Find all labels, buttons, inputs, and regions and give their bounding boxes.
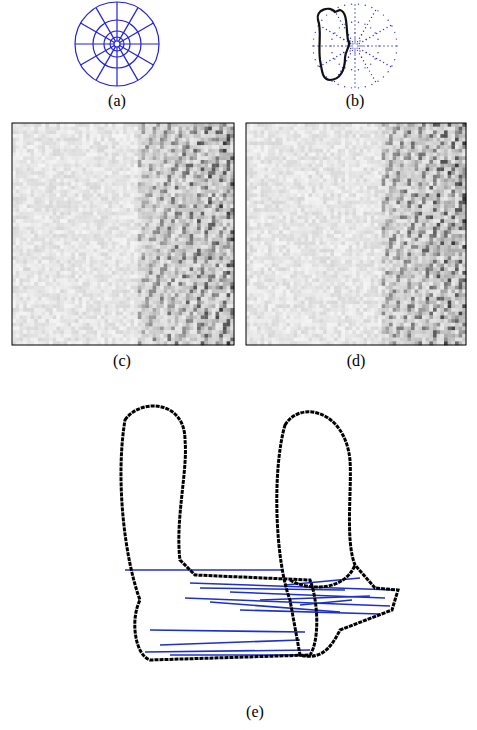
panel-label: (e): [246, 703, 264, 721]
shape-outline: [318, 9, 350, 80]
histogram-image: [12, 123, 234, 345]
panel-label: (d): [347, 352, 366, 370]
histogram-image: [246, 123, 466, 345]
panel-label: (b): [346, 92, 365, 110]
shape-outline: [277, 412, 398, 656]
dotted-polar-grid: [312, 3, 397, 88]
shape-outline: [121, 406, 317, 660]
panel-label: (c): [113, 352, 131, 370]
panel-label: (a): [108, 92, 126, 110]
log-polar-grid: [75, 2, 159, 86]
shape-outline: [290, 565, 355, 587]
correspondence-lines: [125, 570, 395, 655]
